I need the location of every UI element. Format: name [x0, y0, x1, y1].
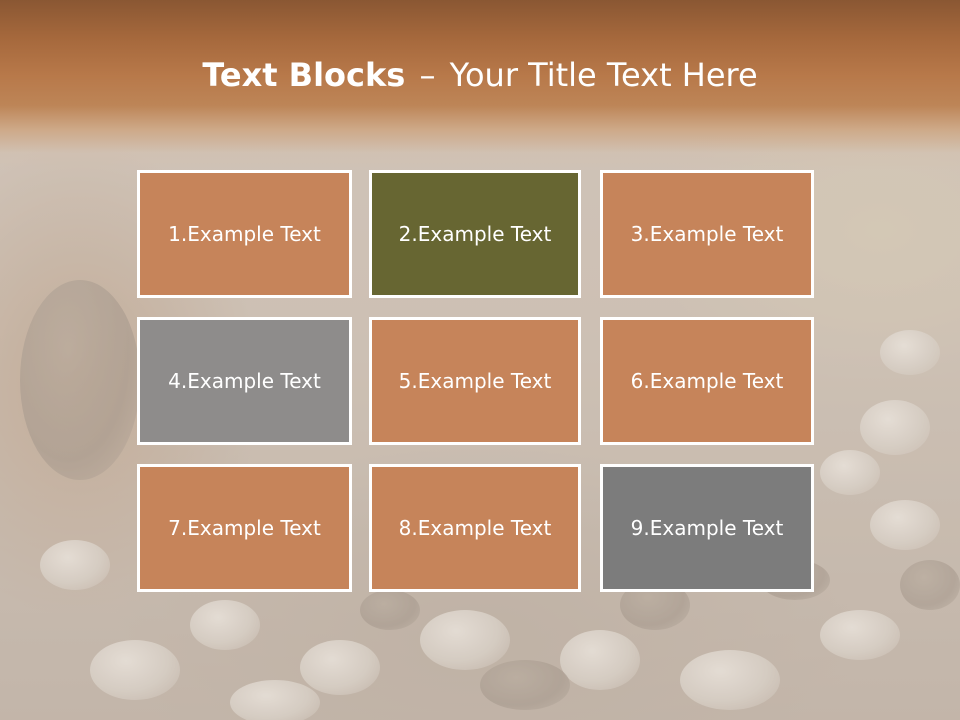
text-block-7[interactable]: 7.Example Text [137, 464, 352, 592]
title-bold-text: Text Blocks [202, 56, 406, 94]
title-rest-text: Your Title Text Here [449, 56, 758, 94]
text-block-4[interactable]: 4.Example Text [137, 317, 352, 445]
text-block-label: 6.Example Text [630, 369, 784, 393]
text-block-label: 5.Example Text [398, 369, 552, 393]
title-band [0, 0, 960, 170]
text-block-5[interactable]: 5.Example Text [369, 317, 581, 445]
text-block-label: 2.Example Text [398, 222, 552, 246]
slide-title[interactable]: Text Blocks – Your Title Text Here [0, 54, 960, 96]
text-block-label: 3.Example Text [630, 222, 784, 246]
text-block-label: 9.Example Text [630, 516, 784, 540]
text-block-6[interactable]: 6.Example Text [600, 317, 814, 445]
text-block-label: 4.Example Text [168, 369, 321, 393]
text-block-2[interactable]: 2.Example Text [369, 170, 581, 298]
text-block-3[interactable]: 3.Example Text [600, 170, 814, 298]
text-block-label: 7.Example Text [168, 516, 321, 540]
text-block-label: 8.Example Text [398, 516, 552, 540]
text-block-1[interactable]: 1.Example Text [137, 170, 352, 298]
title-separator: – [419, 56, 436, 94]
text-block-label: 1.Example Text [168, 222, 321, 246]
text-block-9[interactable]: 9.Example Text [600, 464, 814, 592]
text-block-8[interactable]: 8.Example Text [369, 464, 581, 592]
